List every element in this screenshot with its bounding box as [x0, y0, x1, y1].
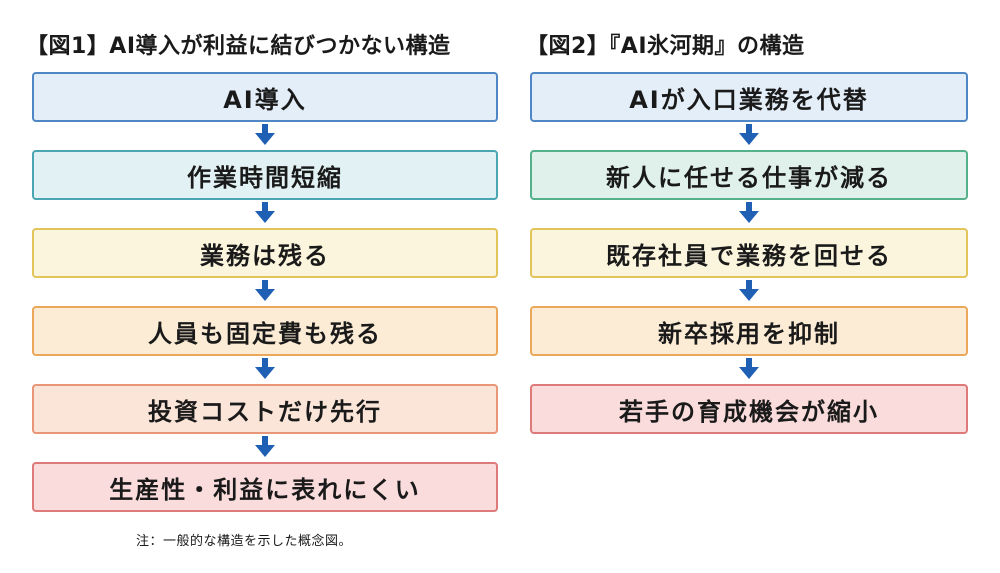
step-box: 業務は残る: [32, 228, 498, 278]
step-box: 作業時間短縮: [32, 150, 498, 200]
step-label: 新卒採用を抑制: [658, 319, 840, 348]
step-box: 人員も固定費も残る: [32, 306, 498, 356]
step-box: AI導入: [32, 72, 498, 122]
step-label: 投資コストだけ先行: [148, 397, 382, 426]
down-arrow-icon: [739, 280, 759, 301]
down-arrow-icon: [255, 436, 275, 457]
step-label: 新人に任せる仕事が減る: [606, 163, 892, 192]
step-box: AIが入口業務を代替: [530, 72, 968, 122]
figure-2-title: 【図2】『AI氷河期』の構造: [526, 34, 805, 59]
step-label: 生産性・利益に表れにくい: [109, 475, 421, 504]
step-label: 人員も固定費も残る: [148, 319, 382, 348]
step-box: 新卒採用を抑制: [530, 306, 968, 356]
down-arrow-icon: [255, 280, 275, 301]
step-label: 若手の育成機会が縮小: [619, 397, 879, 426]
step-label: AI導入: [223, 85, 307, 114]
step-box: 投資コストだけ先行: [32, 384, 498, 434]
step-box: 生産性・利益に表れにくい: [32, 462, 498, 512]
down-arrow-icon: [739, 202, 759, 223]
figure-note: 注：一般的な構造を示した概念図。: [136, 534, 353, 549]
figure-1-panel: 【図1】AI導入が利益に結びつかない構造 AI導入 作業時間短縮 業務は残る 人…: [26, 34, 498, 549]
down-arrow-icon: [739, 124, 759, 145]
down-arrow-icon: [255, 202, 275, 223]
step-box: 既存社員で業務を回せる: [530, 228, 968, 278]
step-label: AIが入口業務を代替: [629, 85, 869, 114]
step-box: 若手の育成機会が縮小: [530, 384, 968, 434]
step-label: 既存社員で業務を回せる: [606, 241, 892, 270]
down-arrow-icon: [255, 124, 275, 145]
figure-1-title: 【図1】AI導入が利益に結びつかない構造: [26, 34, 451, 59]
down-arrow-icon: [255, 358, 275, 379]
step-box: 新人に任せる仕事が減る: [530, 150, 968, 200]
down-arrow-icon: [739, 358, 759, 379]
step-label: 業務は残る: [200, 241, 330, 270]
step-label: 作業時間短縮: [187, 163, 343, 192]
figure-2-panel: 【図2】『AI氷河期』の構造 AIが入口業務を代替 新人に任せる仕事が減る 既存…: [518, 0, 1000, 573]
